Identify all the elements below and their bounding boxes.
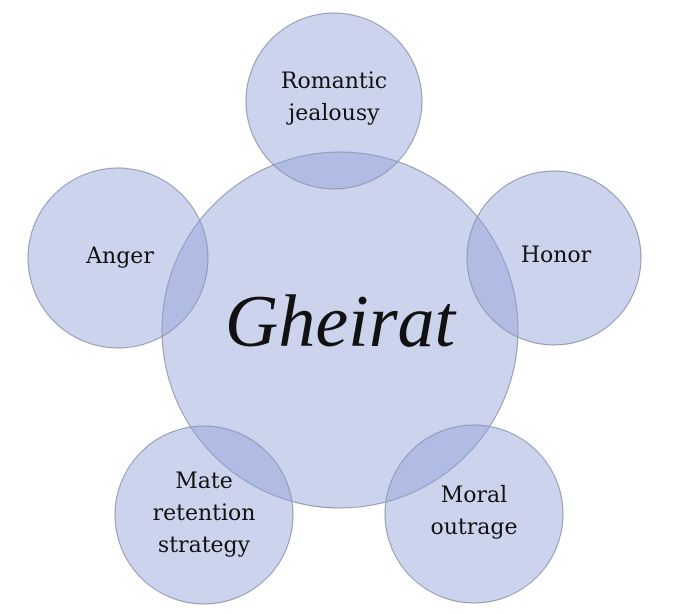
node-label-romantic-jealousy: Romantic jealousy bbox=[280, 69, 388, 126]
node-label-mate-retention-strategy: Mate retention strategy bbox=[152, 469, 256, 558]
circle-honor bbox=[466, 170, 642, 346]
circle-mate-retention-strategy bbox=[114, 425, 294, 605]
center-label: Gheirat bbox=[224, 281, 456, 363]
circle-anger bbox=[27, 167, 209, 349]
node-label-moral-outrage: Moral outrage bbox=[430, 483, 518, 540]
circle-romantic-jealousy bbox=[245, 12, 423, 190]
node-label-anger: Anger bbox=[86, 244, 154, 269]
center-circle bbox=[161, 151, 519, 509]
node-label-honor: Honor bbox=[520, 243, 592, 268]
circle-moral-outrage bbox=[384, 424, 564, 604]
